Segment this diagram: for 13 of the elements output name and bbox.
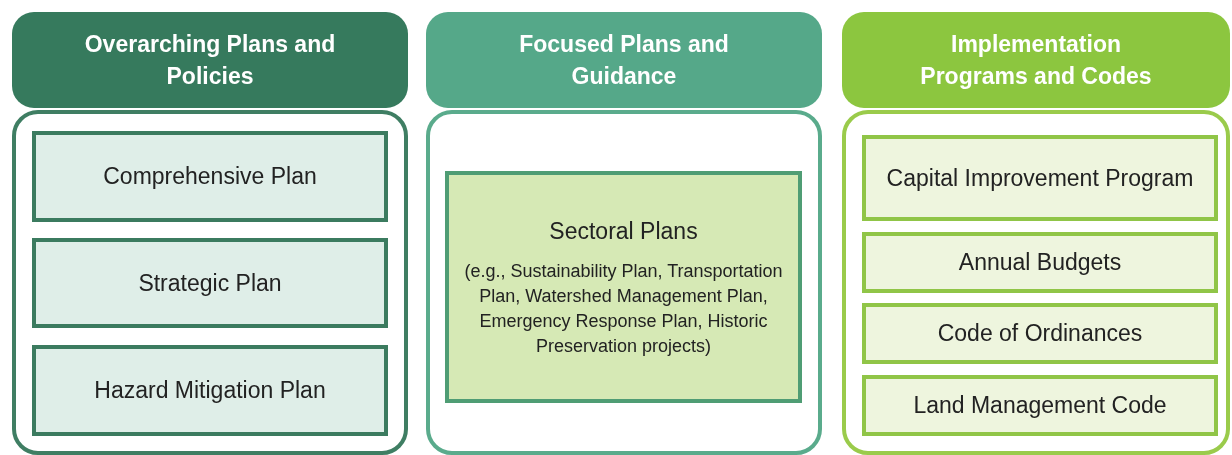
plan-box: Code of Ordinances (862, 303, 1218, 364)
example-note: (e.g., Sustainability Plan, Transportation Plan, Watershed Management Plan, Emergency Response Plan, Historic Preservation projects) (463, 259, 784, 358)
box-title: Sectoral Plans (549, 216, 698, 246)
column-header: Implementation Programs and Codes (842, 12, 1230, 108)
plan-box: Hazard Mitigation Plan (32, 345, 388, 436)
plan-box: Strategic Plan (32, 238, 388, 328)
column-header: Focused Plans and Guidance (426, 12, 822, 108)
plan-box: Capital Improvement Program (862, 135, 1218, 221)
column-header: Overarching Plans and Policies (12, 12, 408, 108)
plan-box: Comprehensive Plan (32, 131, 388, 222)
plan-box: Land Management Code (862, 375, 1218, 436)
plan-box: Annual Budgets (862, 232, 1218, 293)
plan-box (445, 171, 802, 403)
